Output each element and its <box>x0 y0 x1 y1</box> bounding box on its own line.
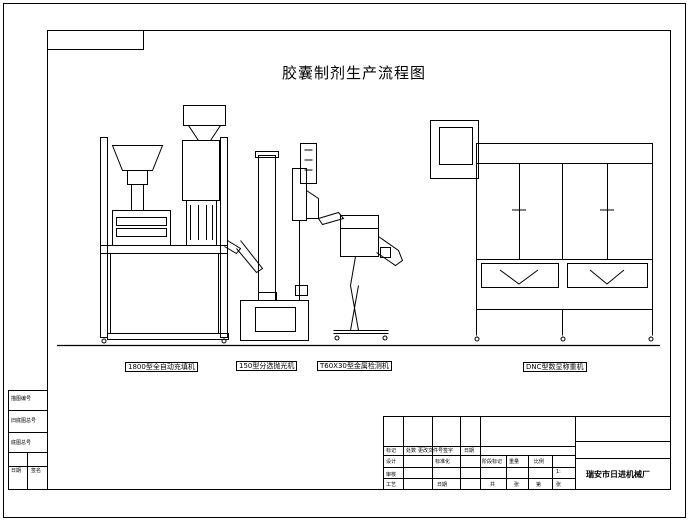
tb-scale-value: 1: <box>556 469 561 475</box>
tb-count: 处数 <box>406 448 417 454</box>
tb-standard: 标准化 <box>435 459 451 465</box>
tb-change-doc: 更改文件号 <box>418 448 444 454</box>
polishing-machine-drawing <box>236 143 319 341</box>
tb-date: 日期 <box>464 448 475 454</box>
tb-sheets-total: 共 <box>490 482 496 488</box>
machine-label-filling: 1800型全自动充填机 <box>125 362 198 372</box>
tb-stage-mark: 阶段标记 <box>482 459 503 465</box>
tb-scale: 比例 <box>534 459 545 465</box>
company-name: 瑞安市日进机械厂 <box>586 470 650 479</box>
machine-label-metal-detector: T60X30型金属检测机 <box>317 361 392 371</box>
tb-date-2: 日期 <box>437 482 448 488</box>
top-left-tab <box>47 30 144 50</box>
side-row-base-no: 底图总号 <box>11 440 32 446</box>
tb-sheet-n: 第 <box>536 482 542 488</box>
tb-weight: 重量 <box>509 459 520 465</box>
tb-craft: 工艺 <box>386 482 397 488</box>
outer-border <box>3 3 686 518</box>
tb-design: 设计 <box>386 459 397 465</box>
machine-label-checkweigher: DNC型数显称重机 <box>523 362 587 372</box>
filling-machine-drawing <box>100 105 242 344</box>
side-row-signature: 签名 <box>31 468 42 474</box>
page-title: 胶囊制剂生产流程图 <box>282 64 427 82</box>
side-table <box>8 390 48 490</box>
tb-mark: 标记 <box>386 448 397 454</box>
side-row-date: 日期 <box>11 468 22 474</box>
tb-check: 审核 <box>386 472 397 478</box>
side-row-drawing-no: 描图编号 <box>11 396 32 402</box>
tb-sheets-total-unit: 张 <box>514 482 520 488</box>
checkweigher-drawing <box>430 120 654 342</box>
side-row-old-base-no: 旧底图总号 <box>11 418 37 424</box>
metal-detector-drawing <box>317 211 404 341</box>
title-block-grid <box>383 416 671 490</box>
machine-label-polishing: 150型分选抛光机 <box>236 361 298 371</box>
tb-sign: 签字 <box>443 448 454 454</box>
inner-frame <box>47 30 671 490</box>
tb-sheet-n-unit: 张 <box>556 482 562 488</box>
